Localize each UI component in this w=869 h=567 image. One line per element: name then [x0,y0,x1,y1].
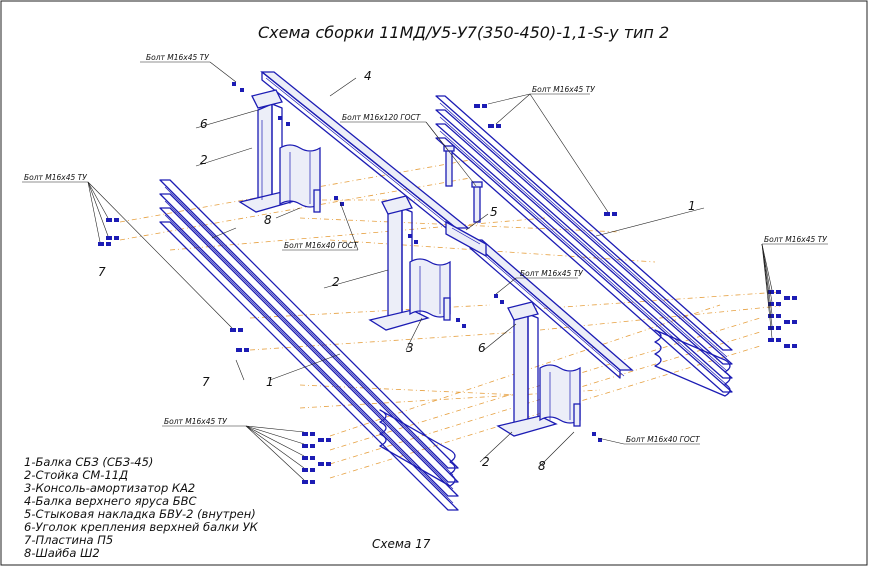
vertical-bolts-m16x120 [443,145,483,223]
joint-plate [445,220,487,258]
post-middle [368,195,430,331]
legend-item-4: 4-Балка верхнего яруса БВС [24,494,197,508]
label-bolt-right: Болт М16х45 ТУ [764,235,827,244]
callout-6-mid: 6 [478,341,486,355]
legend-item-2: 2-Стойка СМ-11Д [24,468,128,482]
callout-6-top: 6 [200,117,208,131]
leader-lines [22,61,828,481]
label-bolt-left: Болт М16х45 ТУ [24,173,87,182]
shock-absorber-left [279,144,321,213]
guardrail-beam-left-front [159,179,459,511]
legend-item-1: 1-Балка СБЗ (СБЗ-45) [24,455,153,469]
callout-8-bottom: 8 [538,459,546,473]
label-bolt-top-right: Болт М16х45 ТУ [532,85,595,94]
legend-item-7: 7-Пластина П5 [24,533,113,547]
label-bolt-bottom-left: Болт М16х45 ТУ [164,417,227,426]
callout-1-right: 1 [688,199,696,213]
callout-8-top: 8 [264,213,272,227]
callout-1-left: 1 [266,375,274,389]
callout-7-mid: 7 [202,375,210,389]
callout-2-top: 2 [200,153,208,167]
callout-3: 3 [406,341,414,355]
callout-7-left: 7 [98,265,106,279]
callout-4: 4 [364,69,372,83]
legend-item-3: 3-Консоль-амортизатор КА2 [24,481,195,495]
callout-2-bottom: 2 [482,455,490,469]
label-bolt-mid: Болт М16х45 ТУ [520,269,583,278]
shock-absorber-middle [409,258,451,321]
drawing-title: Схема сборки 11МД/У5-У7(350-450)-1,1-S-у… [258,23,669,42]
post-right [496,301,558,437]
legend-item-8: 8-Шайба Ш2 [24,546,100,560]
parts-legend: 1-Балка СБЗ (СБЗ-45) 2-Стойка СМ-11Д 3-К… [24,455,259,560]
label-bolt-m16x40-mid: Болт М16х40 ГОСТ [284,241,359,250]
callout-5: 5 [490,205,498,219]
legend-item-5: 5-Стыковая накладка БВУ-2 (внутрен) [24,507,256,521]
label-bolt-m16x40-bottom: Болт М16х40 ГОСТ [626,435,701,444]
shock-absorber-right [539,364,581,427]
legend-item-6: 6-Уголок крепления верхней балки УК [24,520,259,534]
callout-2-mid: 2 [332,275,340,289]
guardrail-beam-right-back [435,95,733,397]
label-bolt-m16x120: Болт М16х120 ГОСТ [342,113,422,122]
label-bolt-top-left: Болт М16х45 ТУ [146,53,209,62]
scheme-caption: Схема 17 [372,537,431,551]
